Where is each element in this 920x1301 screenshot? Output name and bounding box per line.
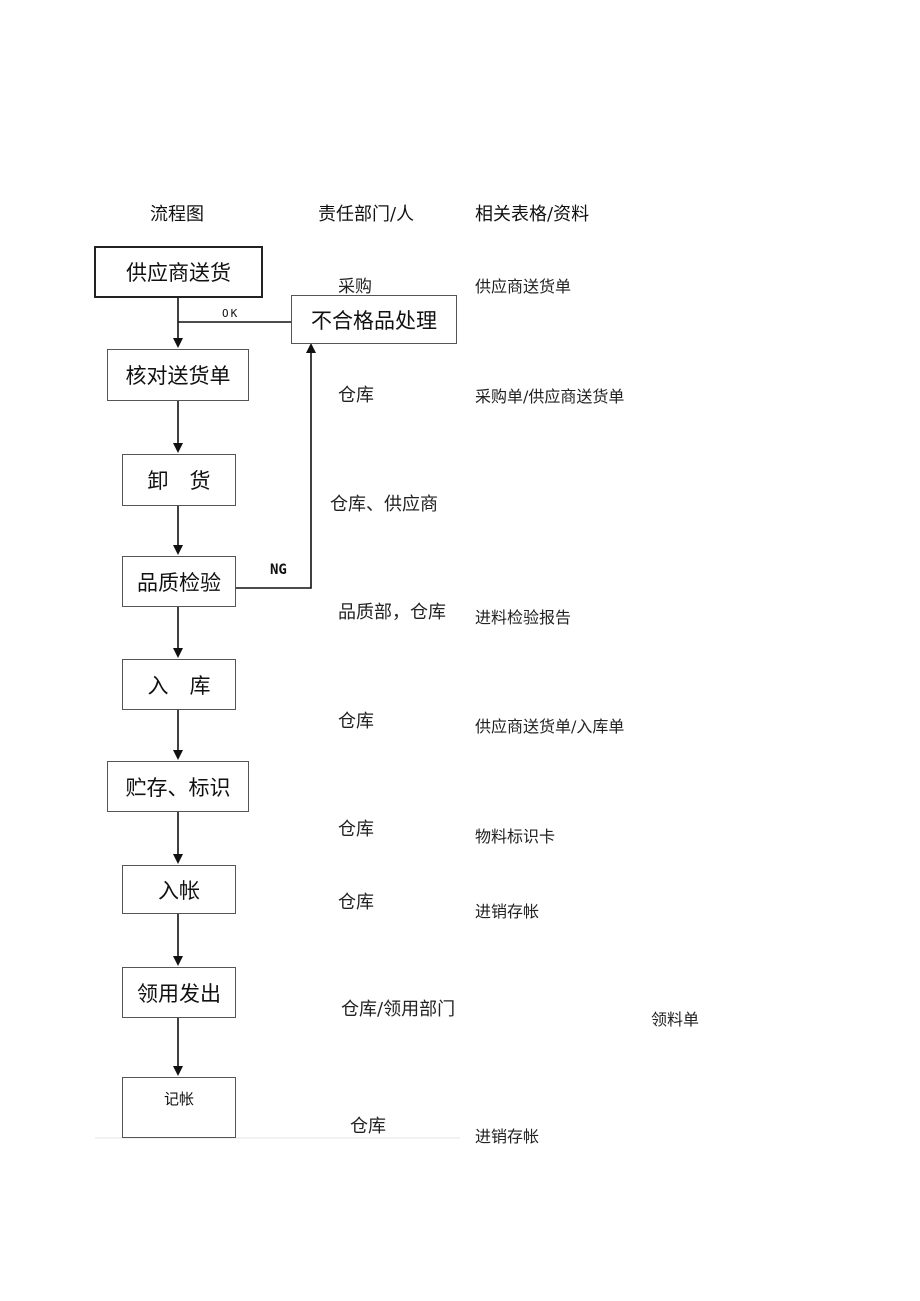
step-check-delivery-note: 核对送货单 xyxy=(107,349,249,401)
ng-label: NG xyxy=(270,562,287,578)
dept-step-9: 仓库 xyxy=(350,1116,386,1137)
form-step-1: 供应商送货单 xyxy=(475,277,572,296)
step-bookkeeping: 记帐 xyxy=(122,1077,236,1138)
ng-connector xyxy=(234,343,316,589)
dept-step-5: 仓库 xyxy=(338,711,374,732)
dept-step-8: 仓库/领用部门 xyxy=(341,999,456,1020)
reject-handling-box: 不合格品处理 xyxy=(291,295,457,344)
form-step-5: 供应商送货单/入库单 xyxy=(475,717,625,736)
step-quality-inspection: 品质检验 xyxy=(122,556,236,607)
dept-step-7: 仓库 xyxy=(338,892,374,913)
dept-step-1: 采购 xyxy=(338,277,372,297)
step-warehouse-in: 入 库 xyxy=(122,659,236,710)
form-step-8: 领料单 xyxy=(651,1010,700,1029)
form-step-2: 采购单/供应商送货单 xyxy=(475,387,625,406)
dept-step-3: 仓库、供应商 xyxy=(330,494,438,515)
step-enter-ledger: 入帐 xyxy=(122,865,236,914)
form-step-7: 进销存帐 xyxy=(475,902,540,921)
step-store-label: 贮存、标识 xyxy=(107,761,249,812)
step-supplier-delivery: 供应商送货 xyxy=(94,246,263,298)
step-unload: 卸 货 xyxy=(122,454,236,506)
dept-step-4: 品质部，仓库 xyxy=(338,602,446,623)
form-step-6: 物料标识卡 xyxy=(475,827,556,846)
header-responsible-dept: 责任部门/人 xyxy=(318,204,415,225)
header-flowchart: 流程图 xyxy=(150,204,204,225)
form-step-4: 进料检验报告 xyxy=(475,608,572,627)
ok-label: OK xyxy=(222,307,240,320)
dept-step-6: 仓库 xyxy=(338,819,374,840)
form-step-9: 进销存帐 xyxy=(475,1127,540,1146)
dept-step-2: 仓库 xyxy=(338,385,374,406)
header-related-forms: 相关表格/资料 xyxy=(475,204,590,225)
step-issue-materials: 领用发出 xyxy=(122,967,236,1018)
